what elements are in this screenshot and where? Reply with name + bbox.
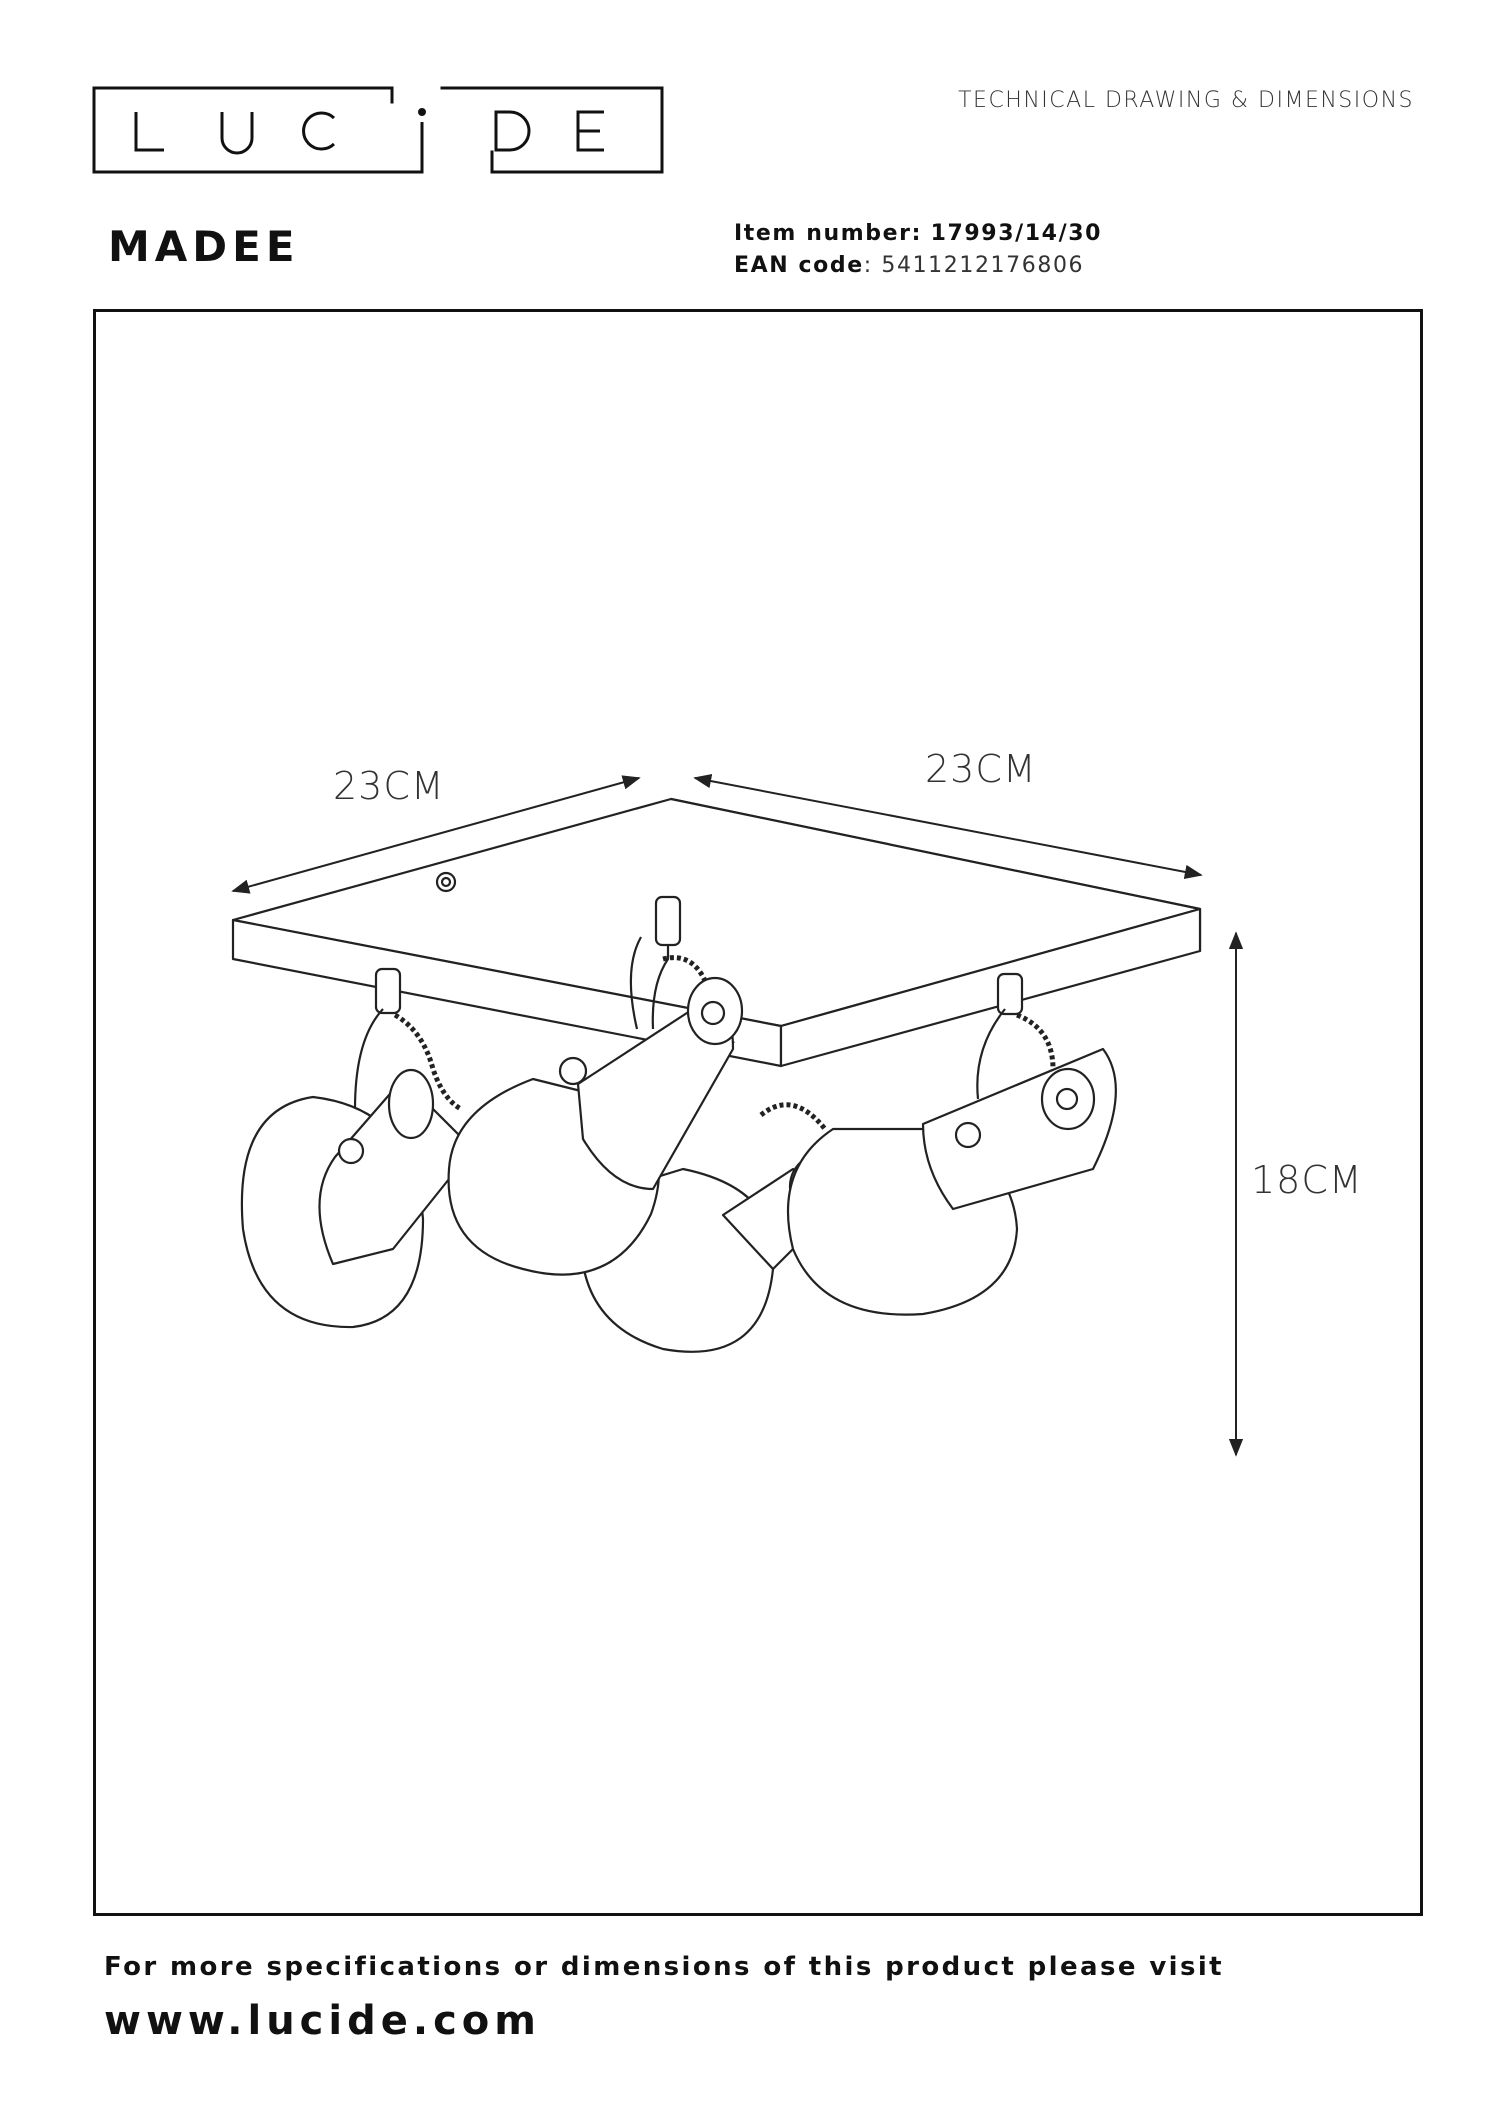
dimension-lines bbox=[231, 773, 1244, 1457]
depth-label: 23CM bbox=[925, 747, 1037, 791]
product-meta: Item number: 17993/14/30 EAN code: 54112… bbox=[734, 218, 1102, 282]
ean-row: EAN code: 5411212176806 bbox=[734, 253, 1085, 278]
ean-label: EAN code bbox=[734, 253, 864, 278]
depth-dimension-line bbox=[693, 773, 1203, 880]
item-number-value: 17993/14/30 bbox=[930, 221, 1103, 246]
item-number-label: Item number: bbox=[734, 221, 922, 246]
spotlight-front bbox=[759, 1102, 827, 1131]
spotlight-right bbox=[786, 972, 1117, 1316]
product-name: MADEE bbox=[108, 222, 300, 271]
width-label: 23CM bbox=[333, 764, 445, 808]
footer-website-link[interactable]: www.lucide.com bbox=[104, 1998, 541, 2044]
height-label: 18CM bbox=[1251, 1158, 1363, 1202]
ceiling-plate bbox=[231, 797, 1202, 1068]
brand-logo bbox=[92, 86, 664, 174]
spotlight-center bbox=[447, 936, 744, 1276]
ean-value: 5411212176806 bbox=[881, 253, 1085, 278]
item-number-row: Item number: 17993/14/30 bbox=[734, 218, 1102, 250]
width-dimension-line bbox=[231, 775, 641, 894]
spotlight-left bbox=[240, 967, 475, 1329]
drawing-frame bbox=[93, 309, 1423, 1916]
document-type: TECHNICAL DRAWING & DIMENSIONS bbox=[958, 88, 1414, 113]
footer-note: For more specifications or dimensions of… bbox=[104, 1952, 1225, 1982]
technical-drawing: 23CM 23CM 18CM bbox=[93, 309, 1423, 1920]
